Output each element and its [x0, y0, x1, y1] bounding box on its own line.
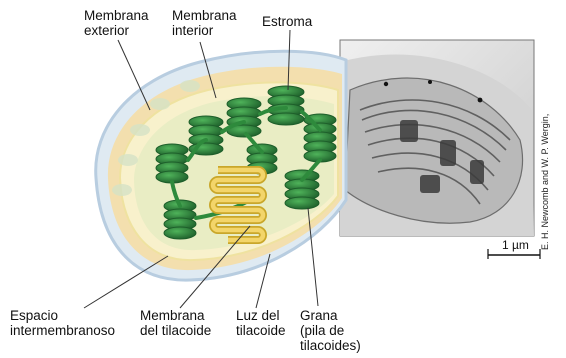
granum	[268, 86, 304, 125]
thylakoid-membrane-label: Membrana del tilacoide	[140, 308, 211, 338]
scale-bar-label: 1 µm	[502, 238, 529, 252]
thylakoid-lumen-label: Luz del tilacoide	[236, 308, 286, 338]
granum	[285, 170, 319, 209]
outer-membrane-label: Membrana exterior	[84, 8, 149, 38]
granum-label: Grana (pila de tilacoides)	[300, 308, 361, 353]
stroma-label: Estroma	[262, 14, 312, 29]
intermembrane-space-label: Espacio intermembranoso	[10, 308, 115, 338]
granum	[304, 114, 336, 162]
granum	[227, 98, 261, 137]
electron-micrograph	[340, 40, 534, 236]
chloroplast	[96, 51, 346, 280]
inner-membrane-label: Membrana interior	[172, 8, 237, 38]
photo-credit: E. H. Newcomb and W. P. Wergin,	[540, 114, 550, 250]
granum	[156, 144, 188, 183]
